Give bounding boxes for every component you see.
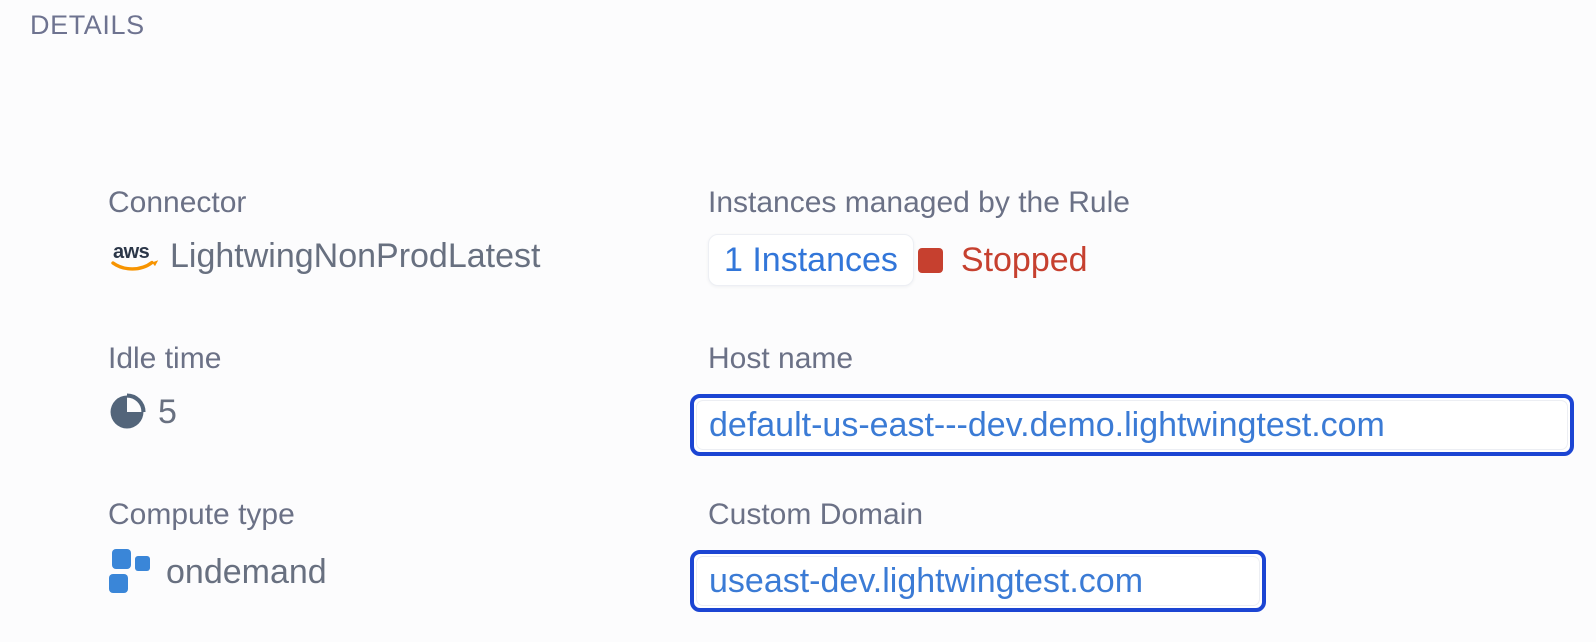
field-connector: Connector aws LightwingNonProdLatest bbox=[108, 186, 540, 276]
idle-time-value: 5 bbox=[158, 393, 177, 431]
field-idle-time: Idle time 5 bbox=[108, 342, 221, 432]
field-host-name: Host name default-us-east---dev.demo.lig… bbox=[690, 342, 1574, 456]
stopped-status-square-icon bbox=[917, 247, 943, 273]
compute-type-value: ondemand bbox=[166, 552, 327, 591]
connector-label: Connector bbox=[108, 186, 247, 219]
connector-value: LightwingNonProdLatest bbox=[170, 237, 541, 275]
idle-time-label: Idle time bbox=[108, 342, 222, 375]
svg-text:aws: aws bbox=[113, 241, 150, 263]
host-name-link[interactable]: default-us-east---dev.demo.lightwingtest… bbox=[696, 400, 1568, 450]
field-compute-type: Compute type ondemand bbox=[108, 498, 327, 595]
idle-time-pie-icon bbox=[108, 393, 146, 431]
field-instances: Instances managed by the Rule 1 Instance… bbox=[708, 186, 1130, 286]
instances-count-link[interactable]: 1 Instances bbox=[708, 234, 914, 286]
custom-domain-label: Custom Domain bbox=[708, 498, 924, 531]
custom-domain-link[interactable]: useast-dev.lightwingtest.com bbox=[696, 556, 1260, 606]
compute-blocks-icon bbox=[108, 548, 154, 595]
custom-domain-focus-box: useast-dev.lightwingtest.com bbox=[690, 550, 1266, 612]
host-name-label: Host name bbox=[708, 342, 854, 375]
section-title: DETAILS bbox=[30, 10, 145, 40]
compute-type-label: Compute type bbox=[108, 498, 295, 531]
aws-icon: aws bbox=[108, 237, 160, 275]
instances-label: Instances managed by the Rule bbox=[708, 186, 1130, 219]
field-custom-domain: Custom Domain useast-dev.lightwingtest.c… bbox=[690, 498, 1266, 612]
instances-status-text: Stopped bbox=[960, 241, 1088, 279]
host-name-focus-box: default-us-east---dev.demo.lightwingtest… bbox=[690, 394, 1574, 456]
